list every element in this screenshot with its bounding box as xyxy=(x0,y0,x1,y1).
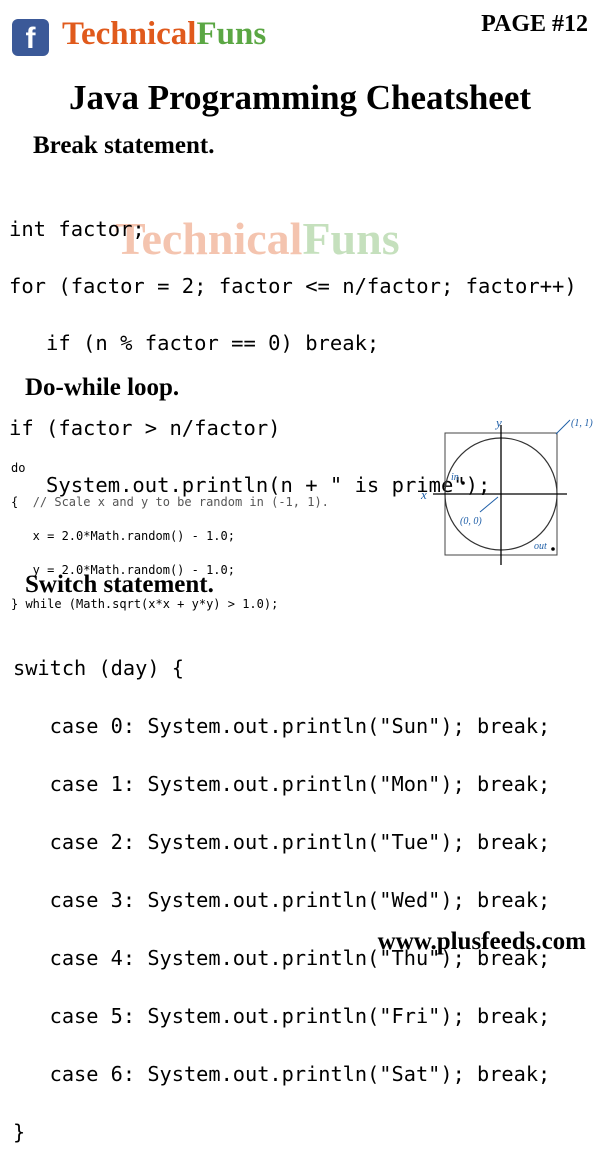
code-line: } xyxy=(13,1120,26,1144)
code-line: if (n % factor == 0) break; xyxy=(9,330,380,355)
code-line: case 0: System.out.println("Sun"); break… xyxy=(13,714,551,738)
page-number: PAGE #12 xyxy=(481,11,588,37)
code-brace: { xyxy=(11,495,33,509)
code-line: case 6: System.out.println("Sat"); break… xyxy=(13,1062,551,1086)
label-y: y xyxy=(494,415,502,430)
section-heading-break: Break statement. xyxy=(33,132,215,159)
code-block-dowhile: do { // Scale x and y to be random in (-… xyxy=(11,443,329,630)
label-origin: (0, 0) xyxy=(460,516,482,527)
section-heading-dowhile: Do-while loop. xyxy=(25,374,180,401)
origin-pointer xyxy=(479,496,499,513)
point-out xyxy=(551,547,555,551)
code-line: int factor; xyxy=(9,216,145,241)
brand-name-part2: Funs xyxy=(196,16,267,52)
code-line: if (factor > n/factor) xyxy=(9,416,281,440)
unit-circle-diagram: y x (1, 1) (0, 0) in out xyxy=(420,415,593,565)
code-line: switch (day) { xyxy=(13,656,184,680)
point-in xyxy=(461,481,465,485)
code-line: for (factor = 2; factor <= n/factor; fac… xyxy=(9,273,577,298)
facebook-icon[interactable]: f xyxy=(12,19,49,56)
code-line: x = 2.0*Math.random() - 1.0; xyxy=(11,529,235,543)
label-in: in xyxy=(451,472,459,483)
code-line: case 1: System.out.println("Mon"); break… xyxy=(13,772,551,796)
page-title: Java Programming Cheatsheet xyxy=(68,78,532,117)
code-line: } while (Math.sqrt(x*x + y*y) > 1.0); xyxy=(11,597,279,611)
code-comment: // Scale x and y to be random in (-1, 1)… xyxy=(32,495,329,509)
code-block-break: int factor; for (factor = 2; factor <= n… xyxy=(9,186,577,528)
code-line: y = 2.0*Math.random() - 1.0; xyxy=(11,563,235,577)
corner-pointer xyxy=(555,419,571,435)
code-line: case 5: System.out.println("Fri"); break… xyxy=(13,1004,551,1028)
code-block-switch: switch (day) { case 0: System.out.printl… xyxy=(13,625,550,1176)
section-heading-switch: Switch statement. xyxy=(25,571,214,598)
label-corner: (1, 1) xyxy=(571,418,593,429)
code-line: { // Scale x and y to be random in (-1, … xyxy=(11,494,329,511)
code-line: System.out.println(n + " is prime"); xyxy=(9,473,491,497)
brand-name-part1: Technical xyxy=(62,16,197,52)
code-line: do xyxy=(11,461,26,475)
footer-url[interactable]: www.plusfeeds.com xyxy=(377,928,586,955)
brand-logo: TechnicalFuns xyxy=(62,16,266,53)
label-x: x xyxy=(420,487,427,502)
code-line: case 3: System.out.println("Wed"); break… xyxy=(13,888,551,912)
code-line: case 2: System.out.println("Tue"); break… xyxy=(13,830,551,854)
label-out: out xyxy=(534,541,547,552)
